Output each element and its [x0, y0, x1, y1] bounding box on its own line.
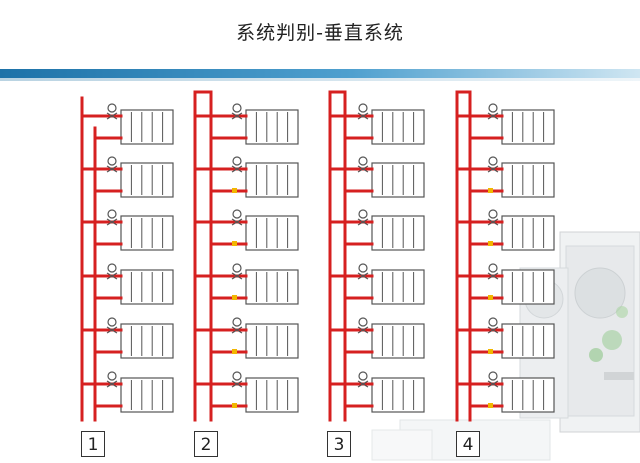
radiator	[245, 215, 299, 251]
radiator	[120, 215, 174, 251]
valve-icon	[107, 209, 117, 219]
header-band-shadow	[0, 78, 640, 81]
valve-body	[487, 218, 499, 226]
valve-body	[106, 272, 118, 280]
system-label-1: 1	[81, 431, 105, 457]
radiator	[501, 323, 555, 359]
radiator	[501, 377, 555, 413]
valve-body	[106, 218, 118, 226]
bypass-valve-icon	[488, 241, 493, 246]
valve-icon	[232, 317, 242, 327]
valve-icon	[488, 103, 498, 113]
valve-body	[487, 165, 499, 173]
radiator	[245, 377, 299, 413]
valve-body	[231, 380, 243, 388]
valve-icon	[358, 263, 368, 273]
valve-icon	[232, 209, 242, 219]
system-label-4: 4	[456, 431, 480, 457]
valve-body	[231, 112, 243, 120]
valve-body	[357, 112, 369, 120]
system-label-3: 3	[327, 431, 351, 457]
valve-icon	[358, 103, 368, 113]
valve-body	[357, 326, 369, 334]
radiator	[501, 269, 555, 305]
valve-body	[487, 112, 499, 120]
radiator	[371, 109, 425, 145]
valve-body	[487, 272, 499, 280]
valve-icon	[358, 317, 368, 327]
radiator	[371, 377, 425, 413]
bypass-valve-icon	[232, 295, 237, 300]
radiator	[245, 162, 299, 198]
valve-body	[231, 326, 243, 334]
radiator	[245, 109, 299, 145]
page-title: 系统判别-垂直系统	[236, 22, 404, 44]
valve-icon	[232, 371, 242, 381]
bypass-valve-icon	[488, 403, 493, 408]
header-band	[0, 69, 640, 78]
valve-icon	[358, 371, 368, 381]
bypass-valve-icon	[488, 295, 493, 300]
valve-body	[106, 380, 118, 388]
valve-icon	[232, 103, 242, 113]
radiator	[120, 269, 174, 305]
valve-body	[357, 380, 369, 388]
radiator	[120, 323, 174, 359]
radiator	[501, 109, 555, 145]
valve-icon	[488, 209, 498, 219]
valve-icon	[488, 317, 498, 327]
system-label-2: 2	[194, 431, 218, 457]
bypass-valve-icon	[232, 403, 237, 408]
valve-icon	[488, 263, 498, 273]
radiator	[371, 162, 425, 198]
valve-icon	[232, 156, 242, 166]
valve-body	[357, 165, 369, 173]
valve-icon	[107, 317, 117, 327]
valve-body	[357, 272, 369, 280]
radiator	[245, 323, 299, 359]
valve-icon	[358, 156, 368, 166]
valve-icon	[488, 371, 498, 381]
valve-body	[231, 272, 243, 280]
valve-body	[106, 165, 118, 173]
valve-icon	[107, 156, 117, 166]
valve-icon	[107, 371, 117, 381]
radiator	[371, 323, 425, 359]
bypass-valve-icon	[488, 349, 493, 354]
valve-body	[106, 326, 118, 334]
valve-body	[231, 218, 243, 226]
radiator	[120, 377, 174, 413]
valve-icon	[107, 103, 117, 113]
radiator	[371, 215, 425, 251]
valve-body	[487, 326, 499, 334]
radiator	[120, 109, 174, 145]
radiator	[245, 269, 299, 305]
valve-icon	[107, 263, 117, 273]
bypass-valve-icon	[232, 188, 237, 193]
valve-body	[487, 380, 499, 388]
valve-icon	[232, 263, 242, 273]
valve-body	[106, 112, 118, 120]
radiator	[501, 215, 555, 251]
valve-body	[357, 218, 369, 226]
radiator	[501, 162, 555, 198]
bypass-valve-icon	[488, 188, 493, 193]
radiator	[371, 269, 425, 305]
valve-body	[231, 165, 243, 173]
valve-icon	[488, 156, 498, 166]
radiator	[120, 162, 174, 198]
valve-icon	[358, 209, 368, 219]
bypass-valve-icon	[232, 241, 237, 246]
bypass-valve-icon	[232, 349, 237, 354]
